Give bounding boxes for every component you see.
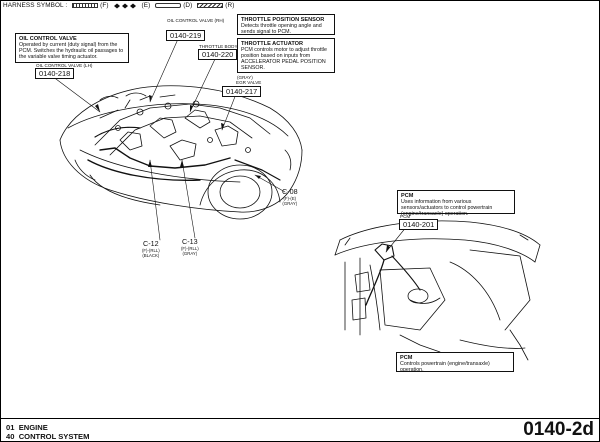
connector-type: (F)-(RLL) (181, 246, 199, 251)
egr-color-label: (GRAY) (237, 75, 253, 80)
footer-section-engine: 01 ENGINE (6, 423, 48, 432)
connector-type: (F)-(RLL) (142, 248, 160, 253)
callout-title: THROTTLE ACTUATOR (241, 41, 304, 47)
page-code: 0140-2d (523, 419, 594, 440)
ocv-rh-code[interactable]: 0140-219 (166, 30, 206, 41)
connector-c13: C-13 (F)-(RLL) (GRAY) (181, 237, 199, 257)
harness-d-symbol-icon (155, 2, 182, 8)
connector-id: C-13 (182, 237, 198, 246)
callout-title: THROTTLE POSITION SENSOR (241, 17, 325, 23)
connector-color: (BLACK) (142, 253, 160, 258)
throttle-position-sensor-callout: THROTTLE POSITION SENSOR Detects throttl… (237, 14, 335, 35)
footer-divider (0, 418, 600, 419)
connector-color: (GRAY) (182, 251, 198, 256)
callout-text: Uses information from various sensors/ac… (401, 199, 493, 218)
egr-valve-code[interactable]: 0140-217 (222, 86, 262, 97)
harness-f-symbol-icon (72, 2, 99, 8)
legend-title: HARNESS SYMBOL : (3, 2, 68, 9)
harness-e-symbol-icon (113, 3, 139, 9)
oil-control-valve-callout: OIL CONTROL VALVE Operated by current (d… (15, 33, 129, 63)
callout-text: Detects throttle opening angle and sends… (241, 23, 322, 36)
callout-title: PCM (400, 355, 413, 361)
ocv-rh-label: OIL CONTROL VALVE (RH) (167, 18, 225, 23)
callout-title: PCM (401, 193, 414, 199)
engine-bay-drawing (59, 85, 303, 220)
section-number: 01 (6, 423, 15, 432)
section-title: CONTROL SYSTEM (18, 432, 90, 441)
callout-text: Operated by current (duty signal) from t… (19, 42, 124, 61)
ocv-lh-label: OIL CONTROL VALVE (LH) (36, 63, 93, 68)
callout-text: PCM controls motor to adjust throttle po… (241, 47, 327, 72)
ocv-lh-code[interactable]: 0140-218 (35, 68, 75, 79)
section-title: ENGINE (18, 423, 48, 432)
section-number: 40 (6, 432, 15, 441)
callout-title: OIL CONTROL VALVE (19, 36, 77, 42)
connector-id: C-12 (143, 239, 159, 248)
connector-type: (F)-(E) (283, 196, 297, 201)
throttle-body-code[interactable]: 0140-220 (198, 49, 238, 60)
callout-text: Controls powertrain (engine/transaxle) o… (400, 361, 490, 374)
harness-symbol-legend: HARNESS SYMBOL : (F) (E) (D) (R) (3, 2, 234, 9)
egr-valve-label: EGR VALVE (236, 80, 262, 85)
connector-color: (GRAY) (282, 201, 298, 206)
pcm-callout: PCM Uses information from various sensor… (397, 190, 515, 218)
legend-label-f: (F) (100, 2, 109, 9)
footer-section-control: 40 CONTROL SYSTEM (6, 432, 89, 441)
pcm-code[interactable]: 0140-201 (399, 219, 439, 230)
pcm-lower-callout: PCM Controls powertrain (engine/transaxl… (396, 352, 514, 374)
connector-c12: C-12 (F)-(RLL) (BLACK) (142, 239, 160, 259)
pcm-label: PCM (400, 214, 411, 219)
legend-label-d: (D) (183, 2, 193, 9)
throttle-actuator-callout: THROTTLE ACTUATOR PCM controls motor to … (237, 38, 335, 73)
harness-r-symbol-icon (197, 2, 224, 8)
legend-label-e: (E) (141, 2, 151, 9)
throttle-body-label: THROTTLE BODY (199, 44, 238, 49)
legend-label-r: (R) (225, 2, 235, 9)
connector-c08: C-08 (F)-(E) (GRAY) (282, 187, 298, 207)
dashboard-drawing (334, 220, 541, 361)
connector-id: C-08 (282, 187, 298, 196)
